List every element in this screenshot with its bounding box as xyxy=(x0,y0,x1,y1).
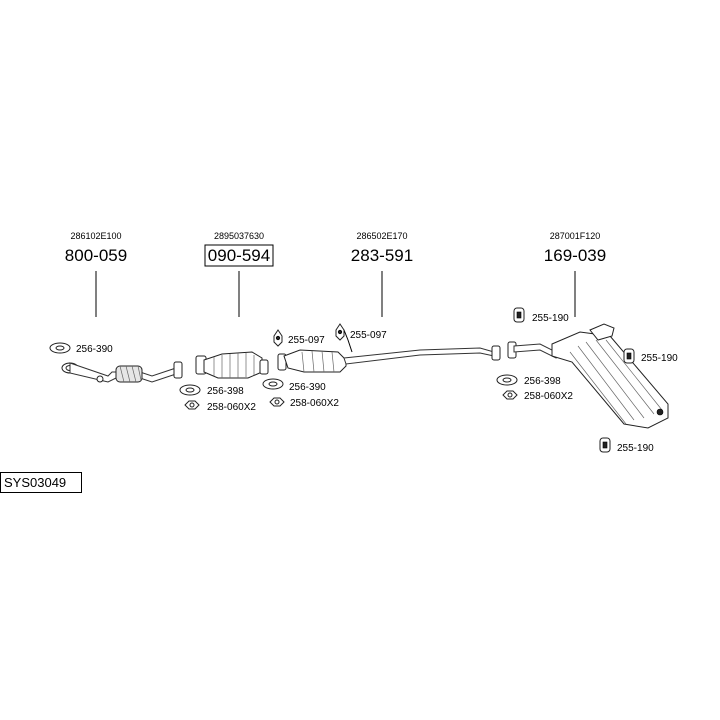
oem-number-4: 287001F120 xyxy=(550,231,601,241)
accessory-gasket-1[interactable]: 256-390 xyxy=(49,342,113,355)
accessory-gasket-4[interactable]: 256-398 xyxy=(496,374,561,387)
front-pipe-drawing xyxy=(61,361,183,383)
accessory-mount-1[interactable]: 255-097 xyxy=(273,329,325,347)
rear-silencer-drawing xyxy=(507,323,669,429)
oem-number-3: 286502E170 xyxy=(356,231,407,241)
accessory-label-7: 258-060X2 xyxy=(290,398,339,409)
system-code-label: SYS03049 xyxy=(4,475,66,490)
accessory-nut-2[interactable]: 258-060X2 xyxy=(269,397,339,409)
middle-silencer-drawing xyxy=(277,329,501,373)
system-code: SYS03049 xyxy=(0,472,82,493)
accessory-label-4: 255-097 xyxy=(288,335,325,346)
accessory-mount-5[interactable]: 255-190 xyxy=(599,437,654,454)
main-part-1[interactable]: 286102E100 800-059 xyxy=(61,231,183,383)
accessory-label-10: 256-398 xyxy=(524,376,561,387)
main-part-4[interactable]: 287001F120 169-039 xyxy=(507,231,669,429)
accessory-label-6: 256-390 xyxy=(289,382,326,393)
system-code-box xyxy=(0,472,82,493)
accessory-mount-4[interactable]: 255-190 xyxy=(623,348,678,364)
accessory-gasket-2[interactable]: 256-398 xyxy=(179,384,244,397)
part-number-1[interactable]: 800-059 xyxy=(65,246,127,265)
catalytic-converter-drawing xyxy=(195,351,269,379)
accessory-label-3: 258-060X2 xyxy=(207,402,256,413)
accessory-label-8: 255-190 xyxy=(532,313,569,324)
accessory-nut-1[interactable]: 258-060X2 xyxy=(184,400,256,413)
accessory-mount-2[interactable]: 255-097 xyxy=(335,323,387,341)
main-part-2[interactable]: 2895037630 090-594 xyxy=(195,231,274,379)
oem-number-1: 286102E100 xyxy=(70,231,121,241)
accessory-label-12: 255-190 xyxy=(617,443,654,454)
main-part-3[interactable]: 286502E170 283-591 xyxy=(277,231,501,373)
accessory-label-5: 255-097 xyxy=(350,330,387,341)
oem-number-2: 2895037630 xyxy=(214,231,264,241)
accessory-label-2: 256-398 xyxy=(207,386,244,397)
accessory-nut-3[interactable]: 258-060X2 xyxy=(502,390,573,402)
accessory-label-1: 256-390 xyxy=(76,344,113,355)
part-number-3[interactable]: 283-591 xyxy=(351,246,413,265)
accessory-label-11: 258-060X2 xyxy=(524,391,573,402)
part-number-box-2 xyxy=(204,244,274,267)
accessory-gasket-3[interactable]: 256-390 xyxy=(262,378,326,393)
part-number-4[interactable]: 169-039 xyxy=(544,246,606,265)
accessory-label-9: 255-190 xyxy=(641,353,678,364)
accessory-mount-3[interactable]: 255-190 xyxy=(513,307,569,324)
part-number-2[interactable]: 090-594 xyxy=(208,246,270,265)
